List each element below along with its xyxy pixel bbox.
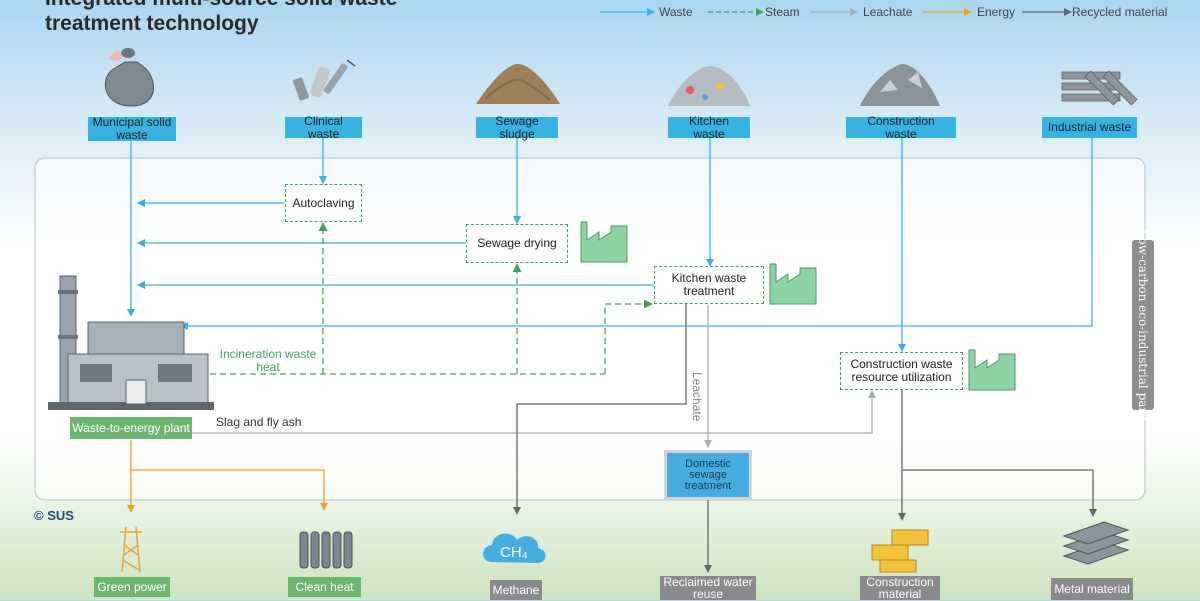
legend: Waste Steam Leachate Energy Recycled mat… <box>600 4 1190 20</box>
output-construction-material: Construction material <box>860 576 940 600</box>
factory-icon <box>769 263 817 305</box>
legend-recycled-arrow <box>1064 8 1072 16</box>
legend-label-energy: Energy <box>977 5 1016 19</box>
process-autoclaving: Autoclaving <box>285 184 362 222</box>
waste-industrial-to-plant <box>180 138 1093 330</box>
legend-waste-arrow <box>647 8 655 16</box>
legend-label-recycled: Recycled material <box>1072 5 1168 19</box>
power-tower-icon <box>120 526 142 573</box>
energy-flows <box>127 440 328 513</box>
process-construction-utilization: Construction waste resource utilization <box>840 352 963 390</box>
process-sewage-drying: Sewage drying <box>466 224 568 263</box>
food-waste-icon <box>668 66 750 106</box>
source-municipal: Municipal solid waste <box>88 116 176 142</box>
legend-energy-arrow <box>964 8 972 16</box>
output-green-power: Green power <box>94 577 170 597</box>
legend-lines <box>600 8 1072 16</box>
steel-beams-icon <box>1061 70 1138 106</box>
page-title: Integrated multi-source solid waste trea… <box>45 0 397 36</box>
energy-to-heat <box>131 469 328 511</box>
park-boundary <box>34 157 1146 501</box>
leachate-flows <box>192 305 876 448</box>
sludge-pile-icon <box>476 64 560 104</box>
waste-flows <box>127 138 1093 352</box>
output-methane: Methane <box>490 580 542 600</box>
label-leachate: Leachate <box>690 372 704 422</box>
plant-label: Waste-to-energy plant <box>70 417 192 439</box>
legend-label-steam: Steam <box>765 5 800 19</box>
plant-building-icon <box>48 275 214 410</box>
bricks-icon <box>871 529 929 573</box>
recycled-flows <box>513 303 1097 573</box>
output-metal-material: Metal material <box>1051 578 1133 600</box>
construction-rubble-icon <box>860 64 940 106</box>
source-construction: Construction waste <box>846 114 956 140</box>
methane-formula: CH₄ <box>500 544 528 561</box>
cloud-icon <box>483 533 546 563</box>
source-clinical: Clinical waste <box>285 114 362 140</box>
legend-label-waste: Waste <box>659 5 693 19</box>
title-line-2: treatment technology <box>45 12 259 35</box>
park-label: Low-carbon eco-industrial park <box>1132 230 1154 420</box>
syringe-icon <box>293 59 356 101</box>
park-label-text: Low-carbon eco-industrial park <box>1136 229 1150 421</box>
legend-steam-arrow <box>756 8 764 16</box>
title-line-1: Integrated multi-source solid waste <box>45 0 397 11</box>
radiator-icon <box>299 531 353 569</box>
output-reclaimed-water: Reclaimed water reuse <box>660 576 756 600</box>
logo-text: SUS <box>47 508 74 523</box>
legend-label-leachate: Leachate <box>863 5 913 19</box>
slag-to-construction <box>192 390 876 434</box>
factory-icon <box>580 221 628 263</box>
process-domestic-sewage: Domestic sewage treatment <box>664 450 752 500</box>
label-slag: Slag and fly ash <box>216 415 302 429</box>
kitchen-to-methane <box>513 303 687 515</box>
garbage-bag-icon <box>104 48 154 107</box>
source-kitchen: Kitchen waste <box>668 114 750 140</box>
output-clean-heat: Clean heat <box>288 577 361 597</box>
process-kitchen-treatment: Kitchen waste treatment <box>654 266 764 304</box>
construction-to-metal <box>902 469 1097 517</box>
steam-flows <box>210 222 653 375</box>
metal-sheets-icon <box>1062 521 1130 565</box>
factory-icon <box>968 349 1016 391</box>
source-sludge: Sewage sludge <box>476 114 558 140</box>
source-industrial: Industrial waste <box>1042 117 1137 138</box>
steam-to-kitchen <box>604 299 653 374</box>
logo: © SUS <box>34 508 74 523</box>
label-incineration-heat: Incineration waste heat <box>219 347 317 374</box>
legend-leachate-arrow <box>850 8 858 16</box>
